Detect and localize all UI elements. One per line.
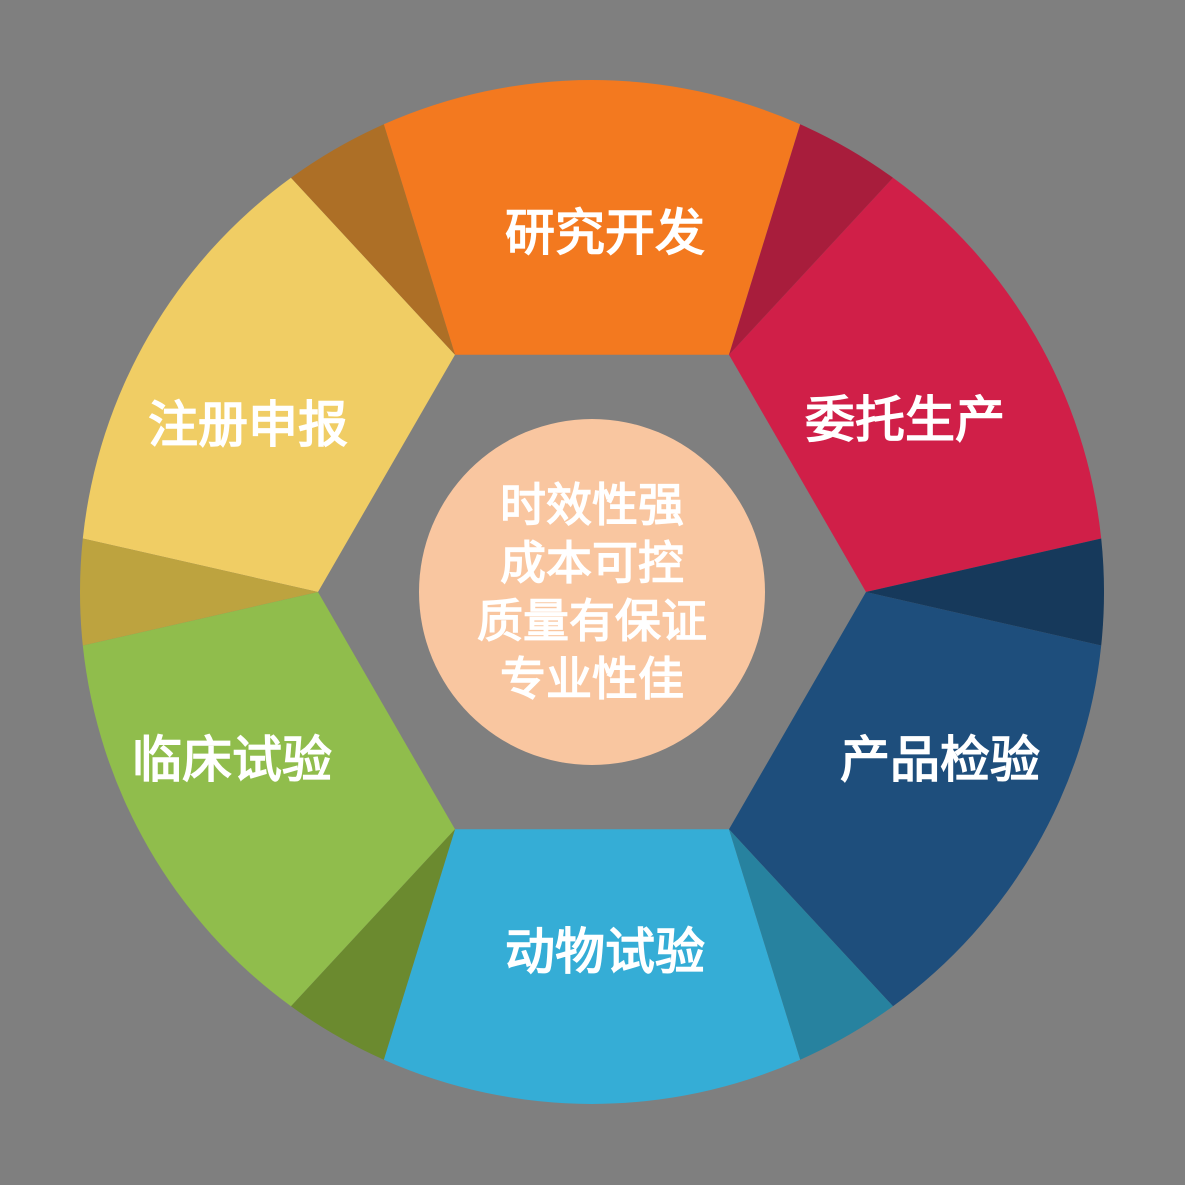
center-text-line-1: 时效性强 bbox=[500, 478, 684, 532]
segment-research-development bbox=[383, 80, 801, 355]
divider-wedge-teal bbox=[729, 829, 893, 1060]
segment-label-research-development: 研究开发 bbox=[505, 204, 705, 262]
segment-registration-filing bbox=[82, 177, 456, 593]
segment-label-registration-filing: 注册申报 bbox=[148, 396, 348, 454]
center-text-line-2: 成本可控 bbox=[500, 536, 684, 590]
center-text-line-4: 专业性佳 bbox=[500, 652, 684, 706]
segment-animal-testing bbox=[383, 829, 801, 1104]
segment-clinical-trial bbox=[82, 592, 456, 1007]
segment-product-inspection bbox=[729, 592, 1102, 1007]
segment-label-clinical-trial: 临床试验 bbox=[132, 731, 332, 789]
segment-label-product-inspection: 产品检验 bbox=[840, 731, 1040, 789]
divider-wedge-olive bbox=[291, 829, 455, 1060]
divider-wedge-mustard bbox=[79, 538, 318, 646]
divider-wedge-navy bbox=[866, 538, 1105, 646]
center-circle bbox=[419, 419, 765, 765]
segment-label-animal-testing: 动物试验 bbox=[505, 923, 705, 981]
divider-wedge-brown bbox=[291, 124, 455, 355]
divider-wedge-crimson bbox=[729, 124, 893, 355]
center-text-line-3: 质量有保证 bbox=[477, 594, 707, 648]
segment-contract-manufacturing bbox=[729, 177, 1102, 593]
segment-label-contract-manufacturing: 委托生产 bbox=[805, 391, 1005, 449]
